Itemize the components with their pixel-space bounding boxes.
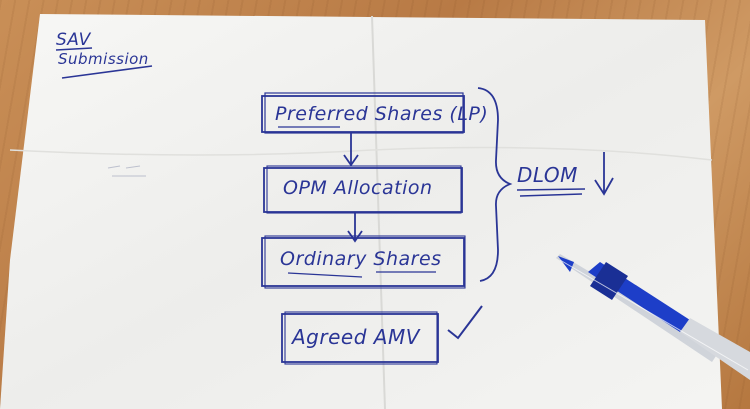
notes-title: SAV xyxy=(56,30,91,50)
brace-icon xyxy=(477,87,513,282)
title-underline xyxy=(55,47,93,51)
box-label-opm-allocation: OPM Allocation xyxy=(283,177,433,199)
notes-subtitle: Submission xyxy=(58,50,149,68)
box-ordinary-shares xyxy=(261,235,466,289)
paper-crease xyxy=(9,146,713,161)
subtitle-underline xyxy=(61,65,153,79)
box-label-ordinary-shares: Ordinary Shares xyxy=(280,248,442,270)
box-preferred-shares xyxy=(261,92,465,134)
down-arrow-icon xyxy=(594,152,614,196)
down-arrow-icon xyxy=(343,133,359,167)
box-label-preferred-shares: Preferred Shares (LP) xyxy=(275,103,489,125)
pen-icon xyxy=(556,254,750,380)
box-agreed-amv xyxy=(281,311,439,365)
down-arrow-icon xyxy=(347,212,363,243)
dlom-label: DLOM xyxy=(517,163,578,187)
box-opm-allocation xyxy=(263,165,463,214)
checkmark-icon xyxy=(447,305,483,340)
box-label-agreed-amv: Agreed AMV xyxy=(292,325,420,349)
